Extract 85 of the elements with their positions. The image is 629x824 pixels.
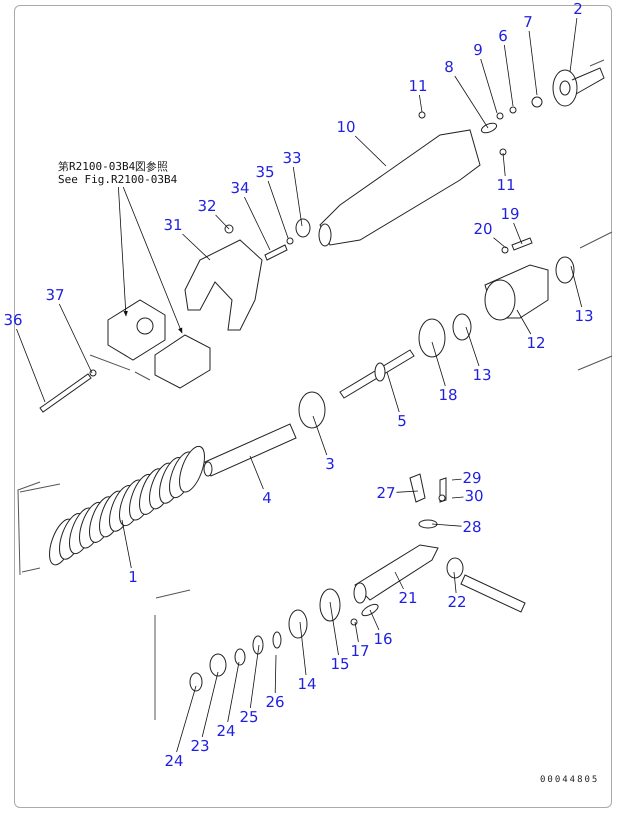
callout-number: 2 [573, 1, 583, 17]
reference-note-line: 第R2100-03B4図参照 [58, 160, 170, 173]
leader-line [419, 94, 422, 112]
leader-line [396, 490, 418, 493]
callout-number: 9 [473, 42, 483, 58]
callout-number: 36 [3, 312, 23, 328]
callout-number: 29 [462, 470, 482, 486]
callout-number: 18 [438, 387, 458, 403]
callout-number: 10 [336, 119, 356, 135]
callout-number: 19 [500, 206, 520, 222]
leader-line [215, 214, 230, 230]
leader-line [274, 654, 276, 694]
callout-number: 31 [163, 217, 183, 233]
leader-line [268, 180, 288, 238]
leader-line [370, 610, 380, 630]
leader-line [176, 686, 196, 752]
leader-line [386, 372, 400, 412]
callout-number: 21 [398, 590, 418, 606]
leader-line [432, 524, 462, 527]
leader-line [292, 166, 302, 226]
leader-line [513, 222, 522, 244]
callout-number: 23 [190, 738, 210, 754]
leader-line [493, 237, 506, 248]
callout-number: 4 [262, 490, 272, 506]
callout-number: 33 [282, 150, 302, 166]
leader-line [58, 304, 92, 374]
leader-line [182, 234, 210, 260]
callout-number: 13 [574, 308, 594, 324]
drawing-number: 00044805 [540, 775, 600, 785]
callout-number: 24 [164, 753, 184, 769]
leader-line [432, 342, 446, 386]
leader-line [250, 456, 264, 490]
leader-line [480, 58, 498, 114]
callout-number: 15 [330, 656, 350, 672]
leader-line [244, 196, 270, 250]
leader-line [570, 266, 582, 308]
callout-number: 8 [444, 59, 454, 75]
leader-line [502, 152, 506, 176]
reference-note-line: See Fig.R2100-03B4 [58, 173, 178, 186]
leader-line [394, 572, 404, 590]
leader-line [354, 622, 359, 642]
leader-line [504, 44, 514, 106]
callout-number: 34 [230, 180, 250, 196]
arrow [122, 186, 182, 334]
callout-number: 26 [265, 694, 285, 710]
callout-number: 6 [498, 28, 508, 44]
callout-number: 5 [397, 413, 407, 429]
callout-number: 28 [462, 519, 482, 535]
callout-number: 1 [128, 569, 138, 585]
callout-number: 32 [197, 198, 217, 214]
arrow [118, 186, 128, 317]
leader-line [354, 136, 386, 166]
leader-line [300, 622, 306, 676]
leader-line [528, 30, 538, 96]
leader-line [570, 18, 578, 72]
leader-line [466, 326, 480, 366]
callout-number: 20 [473, 221, 493, 237]
leader-line [454, 572, 456, 594]
callout-number: 16 [373, 631, 393, 647]
callout-number: 11 [408, 78, 428, 94]
callout-number: 27 [376, 485, 396, 501]
leader-line [516, 310, 532, 334]
callout-number: 37 [45, 287, 65, 303]
leader-line [452, 478, 462, 480]
leader-line [227, 662, 240, 722]
leader-line [454, 76, 488, 128]
callout-number: 3 [325, 456, 335, 472]
leader-line [312, 416, 328, 456]
callout-number: 7 [523, 14, 533, 30]
leader-line [16, 328, 46, 402]
callout-number: 22 [447, 594, 467, 610]
callout-number: 30 [464, 488, 484, 504]
leader-line [452, 496, 464, 498]
leader-line [330, 602, 339, 656]
callout-number: 24 [216, 723, 236, 739]
callout-number: 17 [350, 643, 370, 659]
callout-number: 12 [526, 335, 546, 351]
callout-number: 14 [297, 676, 317, 692]
callout-number: 11 [496, 177, 516, 193]
leader-line [202, 672, 218, 738]
leader-line [250, 644, 260, 708]
callout-number: 25 [239, 709, 259, 725]
leader-line [122, 520, 132, 568]
callout-number: 35 [255, 164, 275, 180]
callout-number: 13 [472, 367, 492, 383]
